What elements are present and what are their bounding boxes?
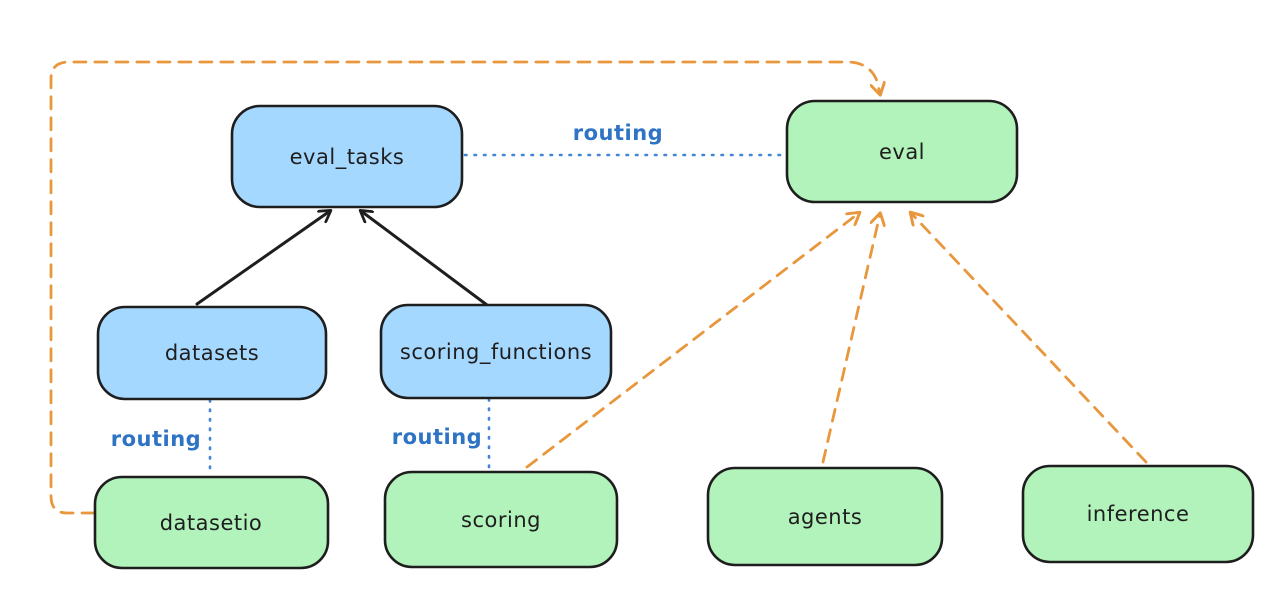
- edge-inference-to-eval: [911, 213, 1148, 464]
- edge-agents-to-eval: [821, 214, 880, 464]
- node-datasetio-label: datasetio: [160, 511, 263, 535]
- node-scoring-label: scoring: [461, 508, 541, 532]
- node-datasets-label: datasets: [165, 341, 259, 365]
- node-agents-box: [706, 466, 944, 567]
- node-scoring_functions-label: scoring_functions: [400, 340, 592, 365]
- node-inference-label: inference: [1087, 502, 1190, 526]
- node-eval-box: [785, 99, 1019, 204]
- node-agents-label: agents: [788, 505, 863, 529]
- edge-scoring_functions-to-eval_tasks: [361, 211, 489, 307]
- node-scoring: scoring: [383, 470, 619, 569]
- routing-label-eval_tasks-eval: routing: [573, 121, 663, 145]
- edge-datasets-to-eval_tasks: [195, 211, 330, 306]
- edges-layer: [49, 60, 1148, 515]
- node-eval_tasks-label: eval_tasks: [290, 145, 405, 170]
- node-scoring_functions: scoring_functions: [379, 303, 613, 400]
- node-scoring_functions-box: [379, 303, 613, 400]
- node-agents: agents: [706, 466, 944, 567]
- node-inference-box: [1021, 464, 1255, 564]
- node-datasets-box: [96, 305, 328, 401]
- node-datasetio: datasetio: [93, 475, 330, 570]
- node-eval: eval: [785, 99, 1019, 204]
- nodes-layer: eval_tasks eval datasets scoring_functio…: [93, 99, 1255, 570]
- node-eval_tasks-box: [230, 104, 464, 209]
- node-eval-label: eval: [879, 140, 925, 164]
- node-eval_tasks: eval_tasks: [230, 104, 464, 209]
- edge-scoring-to-eval: [525, 213, 859, 469]
- node-scoring-box: [383, 470, 619, 569]
- edge-datasetio-to-eval: [49, 60, 880, 515]
- routing-label-scoring_functions-scoring: routing: [392, 425, 482, 449]
- node-datasets: datasets: [96, 305, 328, 401]
- edge-labels-layer: routing routing routing: [111, 121, 663, 451]
- routing-label-datasets-datasetio: routing: [111, 427, 201, 451]
- node-inference: inference: [1021, 464, 1255, 564]
- node-datasetio-box: [93, 475, 330, 570]
